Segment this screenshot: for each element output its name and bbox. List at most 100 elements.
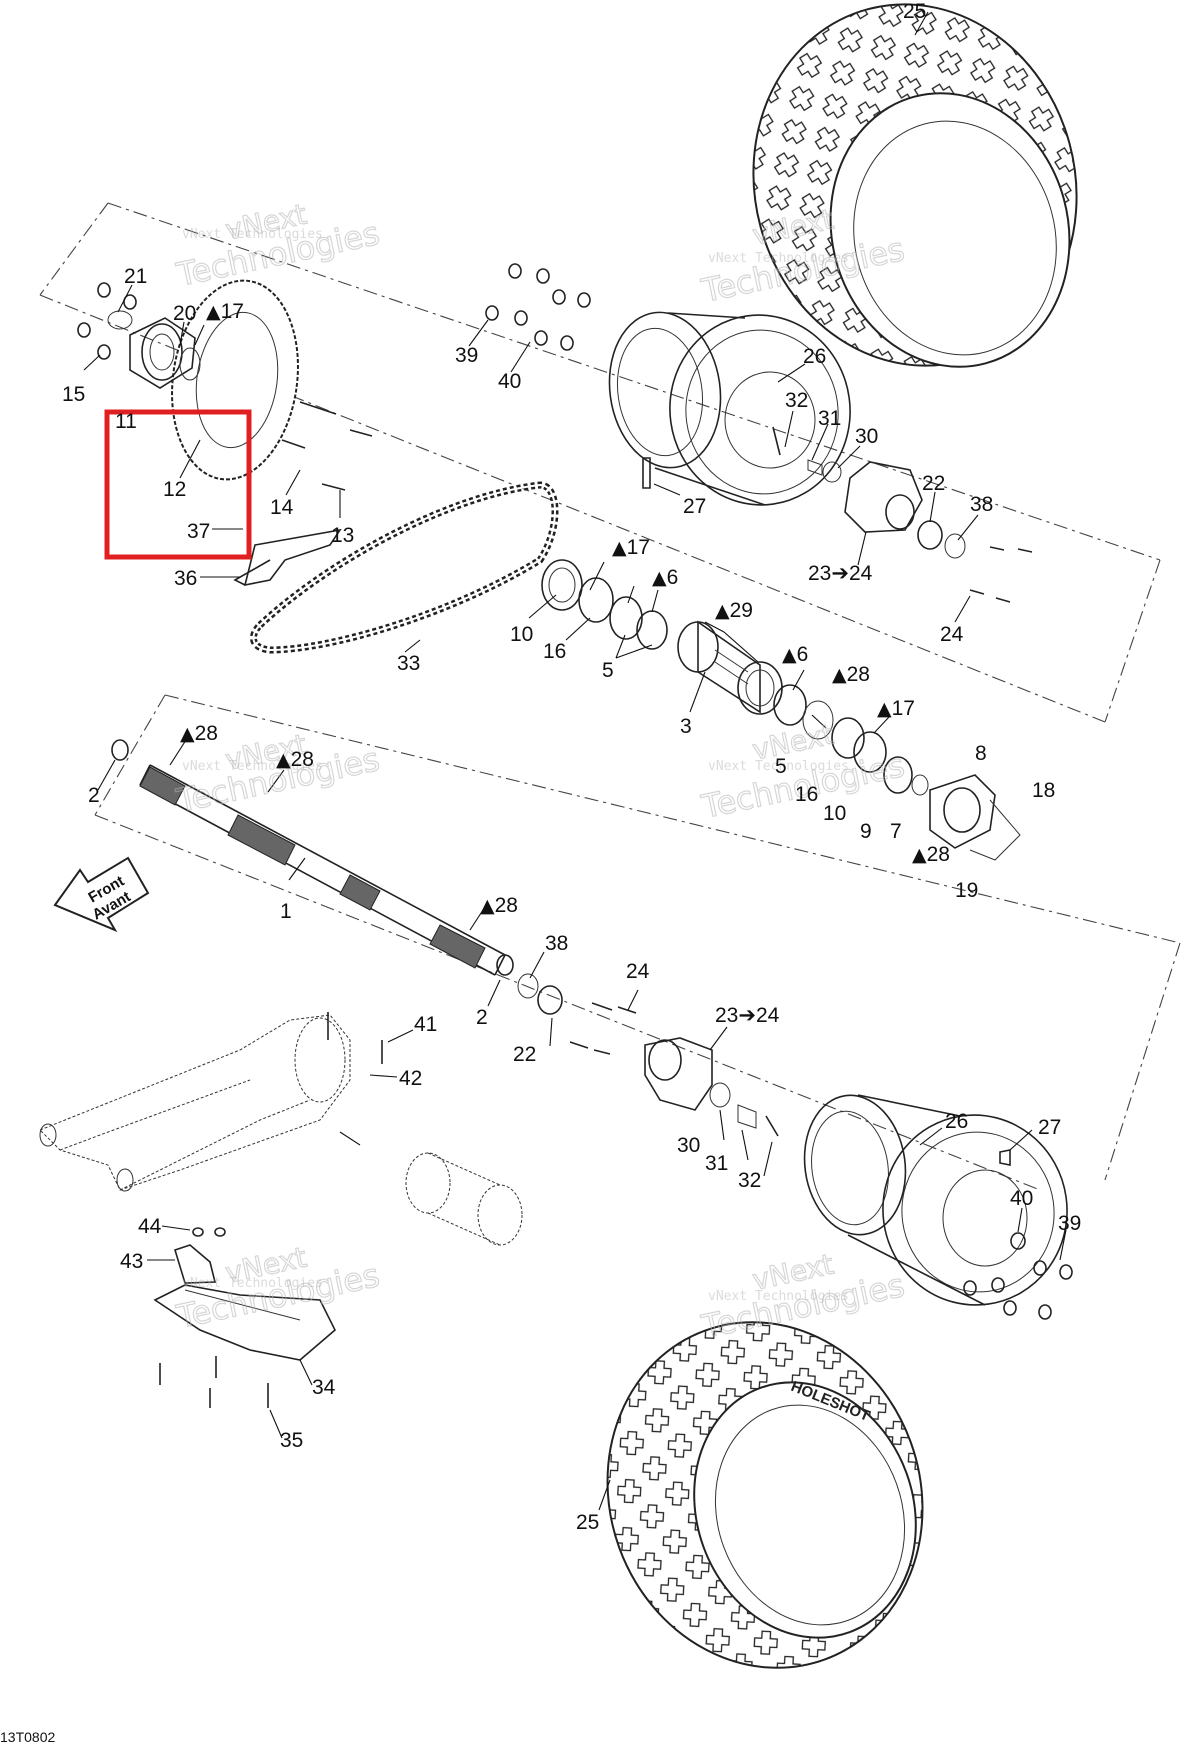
- callout: 21: [124, 265, 147, 288]
- wheel-hub-upper: [807, 459, 966, 559]
- callout: 40: [498, 370, 521, 393]
- callout: 41: [414, 1013, 437, 1036]
- callout: ▲28: [180, 722, 218, 745]
- lube-drop-icon: ▲: [912, 844, 927, 866]
- callout: 35: [280, 1429, 303, 1452]
- callout: 32: [738, 1169, 761, 1192]
- callout: 43: [120, 1250, 143, 1273]
- callout: 44: [138, 1215, 162, 1238]
- callout: 27: [1038, 1116, 1061, 1139]
- axle-shaft: [111, 739, 514, 976]
- bearing-carrier: [883, 756, 1021, 861]
- callout: 30: [677, 1134, 700, 1157]
- lube-drop-icon: ▲: [832, 664, 847, 686]
- callout: 1: [280, 900, 292, 923]
- wheel-rim-lower: [803, 1094, 1068, 1306]
- callout: 38: [970, 493, 993, 516]
- front-direction-arrow: Front Avant: [53, 856, 150, 933]
- drive-chain: [250, 481, 559, 654]
- callout: 22: [922, 472, 945, 495]
- lube-drop-icon: ▲: [715, 600, 730, 622]
- callout: 38: [545, 932, 568, 955]
- callout: 42: [399, 1067, 422, 1090]
- callout: ▲17: [206, 300, 244, 323]
- figure-code: 13T0802: [0, 1729, 55, 1745]
- callout: 34: [312, 1376, 336, 1399]
- leader-lines: [83, 11, 1067, 1511]
- swing-arm: [39, 1014, 351, 1192]
- callout: 37: [187, 520, 210, 543]
- callout: 27: [683, 495, 706, 518]
- rear-tire-lower: HOLESHOT: [606, 1321, 924, 1669]
- chain-guide: [233, 528, 342, 587]
- callout: 23➔24: [715, 1004, 780, 1027]
- callout: 24: [626, 960, 650, 983]
- lube-drop-icon: ▲: [652, 567, 667, 589]
- callout: 16: [543, 640, 566, 663]
- watermark-text: vNext Technologies: [182, 759, 323, 774]
- callout: 5: [775, 755, 787, 778]
- callout: 11: [115, 410, 137, 433]
- wheel-hub-lower: [517, 973, 757, 1129]
- callout: 31: [818, 407, 841, 430]
- callout: 20: [173, 302, 196, 325]
- callout: 16: [795, 783, 818, 806]
- lube-drop-icon: ▲: [206, 301, 221, 323]
- assembly-boundary-lower: [94, 694, 1181, 1191]
- callout: ▲29: [715, 599, 753, 622]
- callout: 24: [940, 623, 964, 646]
- callout: 25: [903, 0, 926, 23]
- callout: ▲28: [480, 894, 518, 917]
- rear-tire-upper: [752, 3, 1078, 368]
- callout: 36: [174, 567, 197, 590]
- callout: 7: [890, 820, 902, 843]
- lube-drop-icon: ▲: [877, 698, 892, 720]
- callout: 26: [945, 1110, 968, 1133]
- callout: 8: [975, 742, 987, 765]
- callout: 3: [680, 715, 692, 738]
- watermark-text: vNext Technologies: [708, 1289, 849, 1304]
- callout: 5: [602, 659, 614, 682]
- lube-drop-icon: ▲: [782, 644, 797, 666]
- callout-labels: 25 21 20 ▲17 15 11 12 37 36 14 13 39 40 …: [62, 0, 1081, 1534]
- lube-drop-icon: ▲: [612, 537, 627, 559]
- callout: 39: [1058, 1212, 1081, 1235]
- callout: 19: [955, 879, 978, 902]
- callout: ▲6: [782, 643, 808, 666]
- callout: 32: [785, 389, 808, 412]
- watermark-text: vNext Technologies: [708, 251, 849, 266]
- callout: 15: [62, 383, 85, 406]
- callout: ▲28: [912, 843, 950, 866]
- callout: 23➔24: [808, 562, 873, 585]
- watermark-text: vNext Technologies: [182, 227, 323, 242]
- lube-drop-icon: ▲: [480, 895, 495, 917]
- callout: 39: [455, 344, 478, 367]
- callout: 9: [860, 820, 872, 843]
- callout: ▲17: [612, 536, 650, 559]
- callout: ▲17: [877, 697, 915, 720]
- watermark-text: vNext Technologies: [708, 759, 849, 774]
- callout: 10: [510, 623, 533, 646]
- callout: ▲6: [652, 566, 678, 589]
- lube-drop-icon: ▲: [276, 749, 291, 771]
- callout: ▲28: [276, 748, 314, 771]
- callout: 18: [1032, 779, 1055, 802]
- callout: 30: [855, 425, 878, 448]
- highlight-box: [104, 409, 252, 560]
- bearing-housing: [677, 620, 783, 715]
- callout: 10: [823, 802, 846, 825]
- wheel-rim-upper: [608, 311, 851, 506]
- callout: 14: [270, 496, 294, 519]
- callout: 26: [803, 345, 826, 368]
- callout: 2: [476, 1006, 488, 1029]
- callout: 2: [88, 784, 100, 807]
- sprocket-flange: [107, 310, 201, 389]
- callout: ▲28: [832, 663, 870, 686]
- callout: 40: [1010, 1187, 1033, 1210]
- watermark-text: vNext Technologies: [182, 1276, 323, 1291]
- callout: 12: [163, 478, 186, 501]
- fasteners: [77, 263, 1073, 1408]
- callout: 33: [397, 652, 420, 675]
- callout: 31: [705, 1152, 728, 1175]
